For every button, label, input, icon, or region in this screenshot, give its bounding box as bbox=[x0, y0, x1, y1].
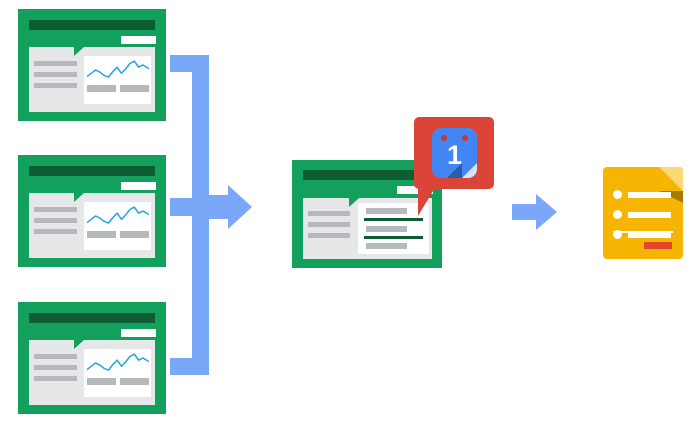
line-chart-icon bbox=[87, 206, 149, 225]
notification-badge[interactable]: 1 bbox=[414, 117, 494, 216]
sidebar-line bbox=[33, 354, 77, 360]
form-row bbox=[613, 190, 671, 199]
doc-row-text bbox=[366, 225, 407, 232]
calendar-icon: 1 bbox=[432, 128, 477, 178]
form-question-rows bbox=[613, 190, 671, 250]
doc-row-text bbox=[366, 243, 407, 250]
merged-spreadsheet[interactable] bbox=[292, 160, 442, 268]
form-row bbox=[613, 230, 671, 239]
merge-arrow bbox=[170, 55, 252, 375]
title-bar bbox=[302, 169, 432, 180]
content-panel bbox=[28, 193, 156, 259]
sidebar-line bbox=[33, 218, 77, 224]
content-panel bbox=[28, 47, 156, 113]
line-chart-icon bbox=[87, 353, 149, 372]
form-row-bar bbox=[628, 191, 671, 198]
spreadsheet-source-3[interactable] bbox=[18, 302, 166, 414]
form-fold bbox=[659, 167, 683, 191]
calendar-ring-left bbox=[441, 135, 447, 141]
doc-row-divider bbox=[363, 235, 424, 239]
tab-chip[interactable] bbox=[120, 181, 157, 191]
title-bar bbox=[28, 165, 155, 176]
form-divider bbox=[613, 231, 673, 233]
spreadsheet-source-2[interactable] bbox=[18, 155, 166, 267]
sidebar-lines bbox=[33, 207, 77, 240]
footer-bar bbox=[119, 378, 149, 386]
sidebar-line bbox=[33, 376, 77, 382]
chart-footer-bars bbox=[87, 231, 149, 239]
bubble-tail bbox=[418, 186, 436, 216]
title-bar bbox=[28, 19, 155, 30]
form-row bbox=[613, 210, 671, 219]
sidebar-lines bbox=[33, 354, 77, 387]
document-panel bbox=[357, 202, 429, 255]
document-rows bbox=[363, 207, 424, 250]
sidebar-line bbox=[33, 83, 77, 89]
sidebar-fold-notch bbox=[74, 193, 85, 203]
line-chart-icon bbox=[87, 60, 149, 79]
chart-footer-bars bbox=[87, 378, 149, 386]
calendar-ring-right bbox=[462, 135, 468, 141]
diagram-title: Spreadsheet merge to form workflow bbox=[0, 0, 1, 1]
content-panel bbox=[302, 197, 432, 260]
sidebar-line bbox=[33, 229, 77, 235]
form-bullet-icon bbox=[613, 230, 622, 239]
footer-bar bbox=[119, 231, 149, 239]
form-bullet-icon bbox=[613, 210, 622, 219]
footer-bar bbox=[87, 231, 116, 239]
sidebar-line bbox=[307, 211, 351, 217]
form-row-bar bbox=[628, 231, 671, 238]
sidebar-line bbox=[33, 365, 77, 371]
calendar-count: 1 bbox=[446, 140, 463, 170]
tab-chip[interactable] bbox=[397, 185, 433, 194]
calendar-fold-shadow bbox=[447, 163, 462, 178]
sidebar-line bbox=[307, 222, 351, 228]
form-bullet-icon bbox=[613, 190, 622, 199]
chart-footer-bars bbox=[87, 85, 149, 93]
sidebar-fold-notch bbox=[74, 340, 85, 350]
doc-row-text bbox=[366, 207, 407, 214]
sidebar-lines bbox=[307, 211, 351, 244]
form-row-bar bbox=[628, 211, 671, 218]
tab-chip[interactable] bbox=[120, 328, 157, 338]
sidebar-line bbox=[33, 207, 77, 213]
sidebar-fold-notch bbox=[348, 197, 359, 207]
sidebar-line bbox=[33, 72, 77, 78]
footer-bar bbox=[119, 85, 149, 93]
chart-panel bbox=[84, 201, 152, 250]
doc-row-divider bbox=[363, 218, 424, 222]
content-panel bbox=[28, 340, 156, 406]
footer-bar bbox=[87, 378, 116, 386]
title-bar bbox=[28, 312, 155, 323]
footer-bar bbox=[87, 85, 116, 93]
google-form-document[interactable] bbox=[603, 167, 683, 259]
calendar-fold bbox=[462, 163, 477, 178]
tab-chip[interactable] bbox=[120, 35, 157, 45]
chart-panel bbox=[84, 348, 152, 397]
chart-panel bbox=[84, 55, 152, 104]
flow-arrow bbox=[512, 194, 557, 230]
sidebar-lines bbox=[33, 61, 77, 94]
sidebar-fold-notch bbox=[74, 47, 85, 57]
spreadsheet-source-1[interactable] bbox=[18, 9, 166, 121]
sidebar-line bbox=[33, 61, 77, 67]
form-submit-button[interactable] bbox=[644, 242, 672, 249]
sidebar-line bbox=[307, 233, 351, 239]
